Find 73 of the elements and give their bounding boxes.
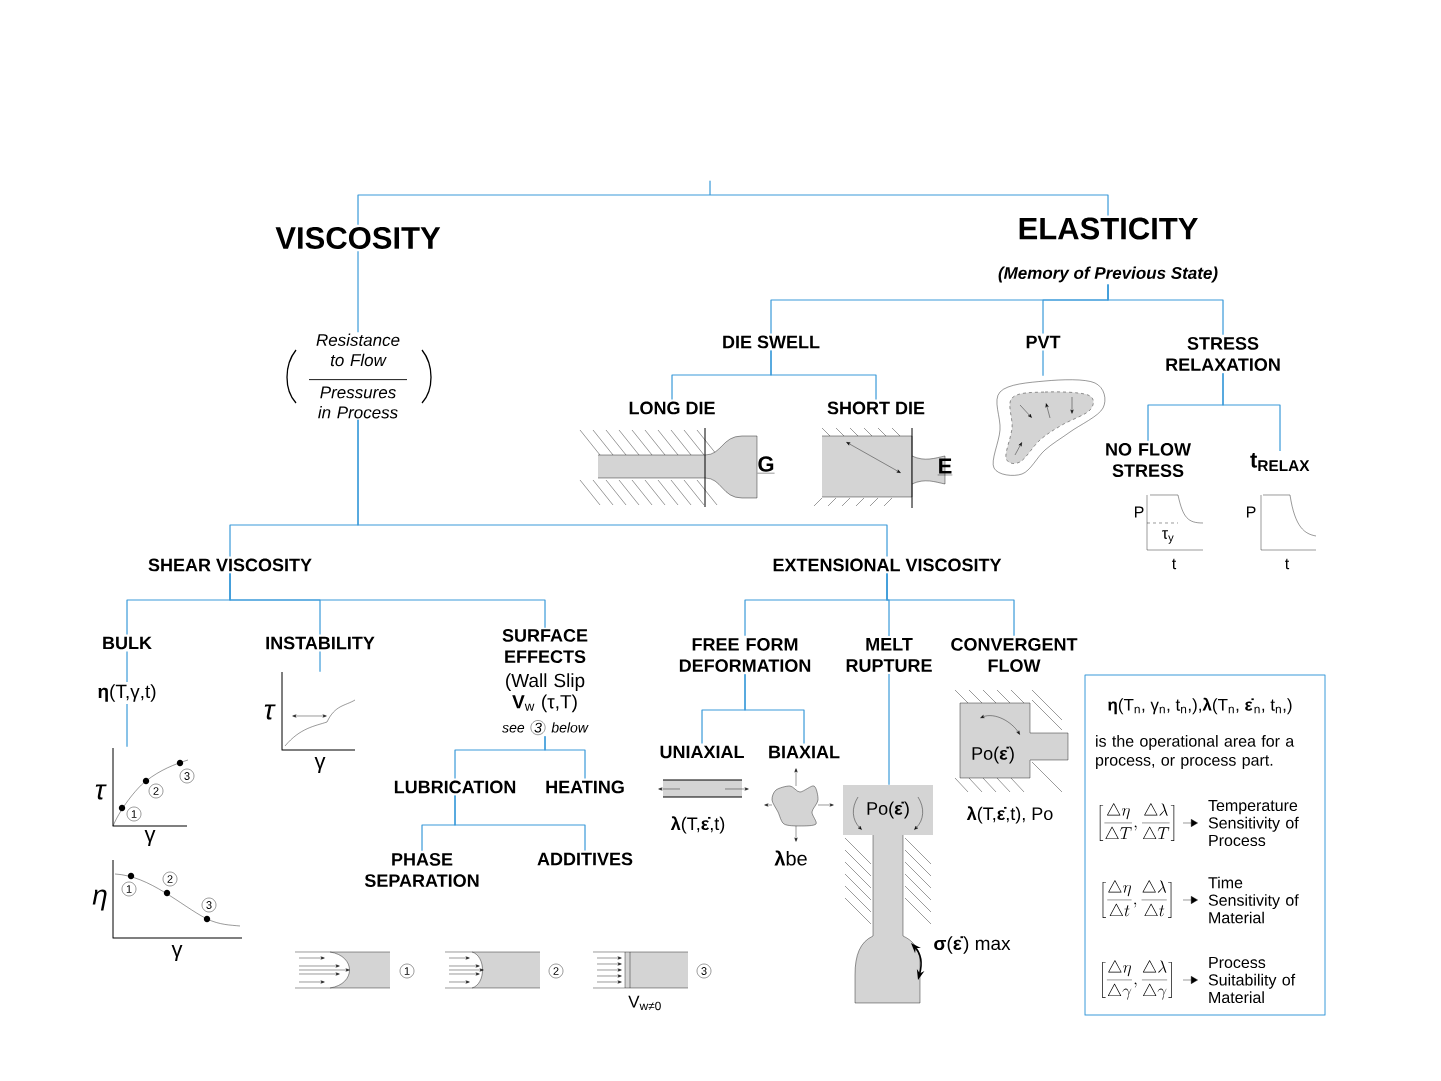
category-label: FREE FORM DEFORMATION xyxy=(679,638,811,672)
formula-label: η(T,γ,t) xyxy=(98,684,156,702)
connector-line xyxy=(1042,349,1044,377)
category-label: UNIAXIAL xyxy=(660,745,744,759)
node-label: 3 xyxy=(184,772,190,780)
formula-label: η xyxy=(92,889,107,911)
category-label: ADDITIVES xyxy=(537,852,633,866)
formula-label: σ(ε̇) max xyxy=(934,936,1011,954)
connector-line xyxy=(1222,372,1281,452)
callout-number: 3 xyxy=(696,963,712,979)
node-label: γ xyxy=(314,756,326,774)
category-label: BIAXIAL xyxy=(769,745,840,759)
category-label: SHORT DIE xyxy=(827,401,925,415)
formula-label: V$_{w≠0}$ xyxy=(628,995,661,1011)
callout-number: 1 xyxy=(121,881,137,897)
category-label: t$_{RELAX}$ xyxy=(1250,453,1310,471)
connector-line xyxy=(126,650,128,683)
line-chart: τ γ 1 2 3 xyxy=(95,747,195,847)
connector-line xyxy=(357,180,1109,226)
category-label: SURFACE EFFECTS (Wall Slip V$_{w}$ (τ,T) see 3 below xyxy=(502,629,589,735)
category-label: CONVERGENT FLOW xyxy=(951,638,1078,672)
connector-line xyxy=(319,650,321,673)
die-label: E xyxy=(937,458,953,476)
node-label: 1 xyxy=(131,810,137,818)
formula-label: λ(T,ε̇,t) xyxy=(670,816,725,834)
legend-box: η(T$_{n}$, γ$_{n}$, t$_{n}$,),λ(T$_{n}$, ε̇$_{n}$, t$_{n}$,) is the operational area for a process, or process part. $\left[\frac{\triangle\eta}{\triangle T},\frac{\triangle\lambda}{\triangle T}\right]$ Temperature Sensitivity of Process $\left[\frac{\triangle\eta}{\triangle t},\frac{\triangle\lambda}{\triangle t}\right]$ Time Sensitivity of Material $\left[\frac{\triangle\eta}{\triangle\gamma},\frac{\triangle\lambda}{\triangle\gamma}\right]$ Process Suitability of Material xyxy=(1084,674,1326,1016)
callout-number: 2 xyxy=(548,963,564,979)
callout-number: 3 xyxy=(201,897,217,913)
category-label: PVT xyxy=(1026,335,1061,349)
blob-drawing xyxy=(992,379,1106,476)
connector-line xyxy=(229,572,546,629)
category-label: STRESS RELAXATION xyxy=(1166,337,1280,371)
ratio-label: Resistance to Flow Pressures in Process xyxy=(308,333,408,419)
category-label: INSTABILITY xyxy=(266,636,375,650)
connector-line xyxy=(454,794,586,852)
category-label: LONG DIE xyxy=(629,401,715,415)
connector-line xyxy=(1107,284,1224,336)
formula-label: λ(T,ε̇,t), Po xyxy=(966,806,1053,824)
formula-label: λbe xyxy=(774,850,807,866)
category-label: HEATING xyxy=(546,780,624,794)
formula-label: t xyxy=(1172,558,1177,570)
line-chart: τ γ xyxy=(264,671,356,774)
connector-line xyxy=(126,703,128,748)
heading: ELASTICITY (Memory of Previous State) xyxy=(998,217,1218,283)
category-label: BULK xyxy=(103,636,152,650)
callout-number: 2 xyxy=(162,871,178,887)
category-label: LUBRICATION xyxy=(394,780,516,794)
formula-label: τ$_{y}$ xyxy=(1162,530,1174,544)
connector-line xyxy=(357,419,888,558)
category-label: PHASE SEPARATION xyxy=(364,853,479,887)
node-label: τ xyxy=(264,704,276,720)
category-label: NO FLOW STRESS xyxy=(1106,443,1191,477)
formula-label: Po(ε̇) xyxy=(972,746,1014,764)
category-label: EXTENSIONAL VISCOSITY xyxy=(773,558,1002,572)
category-label: DIE SWELL xyxy=(723,335,820,349)
callout-number: 1 xyxy=(399,963,415,979)
node-label: τ xyxy=(95,784,107,800)
formula-label: P xyxy=(1135,506,1144,518)
connector-line xyxy=(888,673,890,786)
connector-line xyxy=(544,735,586,780)
node-label: γ xyxy=(144,829,156,847)
formula-label: P xyxy=(1247,506,1256,518)
category-label: MELT RUPTURE xyxy=(846,638,932,672)
heading: VISCOSITY xyxy=(275,227,441,249)
connector-line xyxy=(770,349,877,401)
formula-label: γ xyxy=(171,944,183,962)
die-label: G xyxy=(757,456,775,474)
connector-line xyxy=(357,250,359,333)
category-label: SHEAR VISCOSITY xyxy=(148,558,312,572)
die-drawing: Po(ε̇) xyxy=(843,785,933,835)
connector-line xyxy=(886,572,1015,637)
connector-line xyxy=(744,673,805,745)
formula-label: t xyxy=(1285,558,1290,570)
